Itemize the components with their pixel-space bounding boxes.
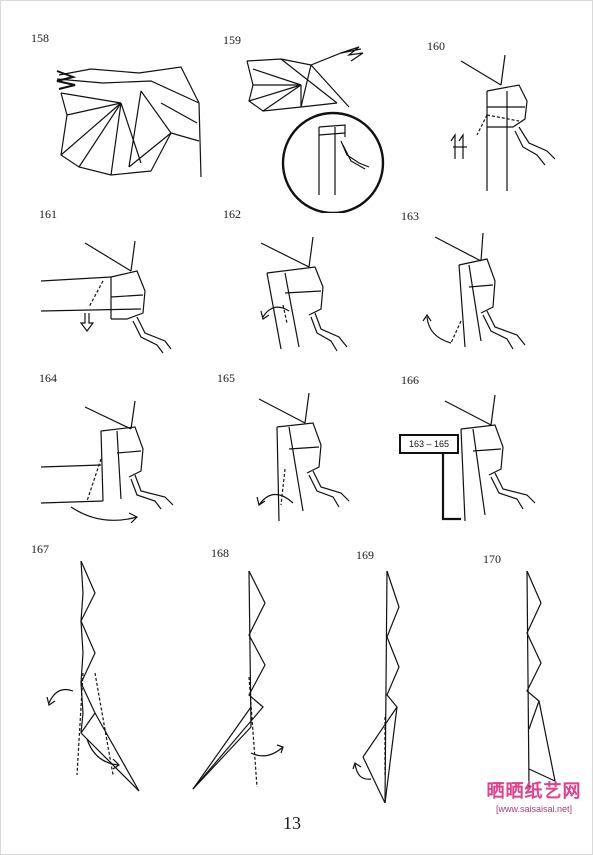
diagram-step-164 <box>41 399 191 529</box>
diagram-step-170 <box>501 569 561 794</box>
diagram-step-165 <box>249 393 369 523</box>
step-number-160: 160 <box>427 39 445 53</box>
diagram-step-159 <box>241 45 391 213</box>
watermark: 晒晒纸艺网 [www.saisaisai.net] <box>479 777 589 814</box>
step-number-164: 164 <box>39 371 57 385</box>
watermark-title: 晒晒纸艺网 <box>486 781 582 801</box>
step-number-167: 167 <box>31 542 49 556</box>
diagram-step-158 <box>51 63 203 183</box>
diagram-step-167 <box>41 553 151 798</box>
diagram-step-163 <box>421 231 551 361</box>
step-number-166: 166 <box>401 373 419 387</box>
step-number-162: 162 <box>223 207 241 221</box>
step-number-163: 163 <box>401 209 419 223</box>
diagram-step-169 <box>341 567 421 807</box>
diagram-step-168 <box>187 567 297 797</box>
step-number-161: 161 <box>39 207 57 221</box>
diagram-step-162 <box>255 237 365 357</box>
diagram-step-160 <box>447 55 567 195</box>
step-number-170: 170 <box>483 552 501 566</box>
step-number-169: 169 <box>356 548 374 562</box>
diagram-step-161 <box>41 237 191 357</box>
diagram-step-166 <box>431 395 561 525</box>
step-number-159: 159 <box>223 33 241 47</box>
step-number-158: 158 <box>31 31 49 45</box>
step-number-165: 165 <box>217 371 235 385</box>
watermark-url: [www.saisaisai.net] <box>495 804 573 814</box>
step-number-168: 168 <box>211 546 229 560</box>
page-number: 13 <box>283 813 301 833</box>
reference-box: 163 – 165 <box>399 434 459 454</box>
